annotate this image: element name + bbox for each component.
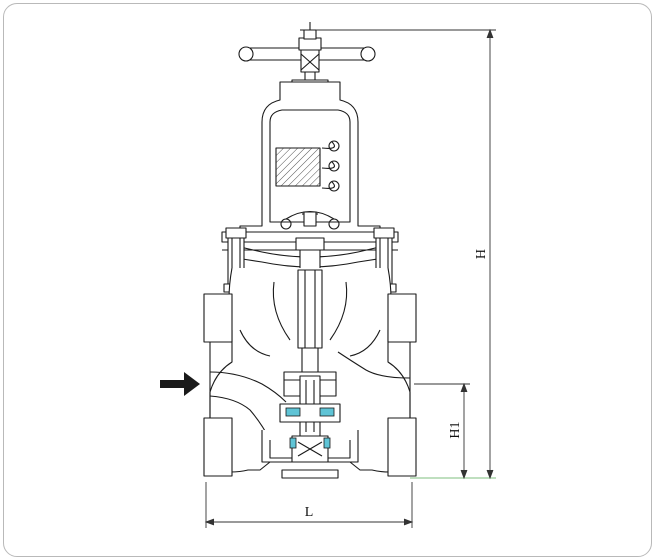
spring-bonnet (239, 81, 381, 233)
diaphragm-flange (221, 231, 399, 271)
dimension-h (316, 28, 496, 480)
handwheel (238, 22, 376, 73)
label-l: L (305, 505, 314, 520)
dimension-h1 (414, 382, 470, 480)
valve-stem (297, 269, 323, 379)
flow-arrow (160, 372, 200, 396)
valve-seat (279, 371, 341, 463)
label-h: H (474, 249, 489, 259)
label-h1: H1 (448, 421, 463, 438)
dimension-l (204, 482, 414, 528)
seal-rings (285, 407, 335, 449)
